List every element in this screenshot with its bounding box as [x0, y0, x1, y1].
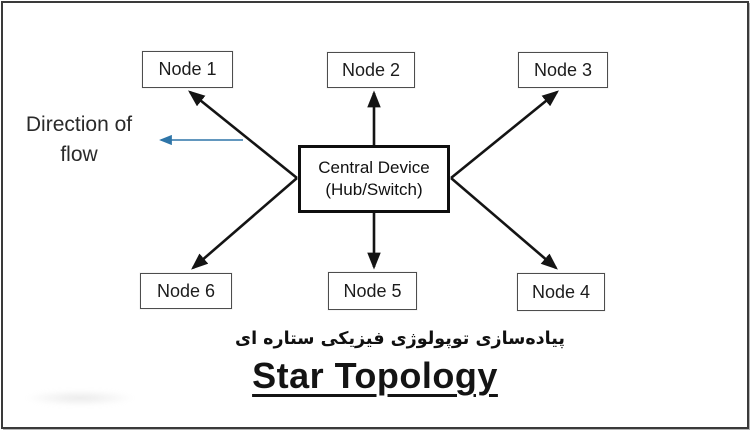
direction-of-flow-line2: flow: [60, 143, 98, 167]
node-3-box: Node 3: [518, 52, 608, 88]
node-3-label: Node 3: [533, 59, 593, 80]
node-4-label: Node 4: [531, 281, 591, 302]
node-5-box: Node 5: [328, 272, 417, 310]
node-1-label: Node 1: [158, 59, 217, 79]
watermark-smudge: [25, 390, 135, 406]
node-6-box: Node 6: [140, 273, 232, 309]
direction-of-flow-label: Direction of flow: [6, 110, 152, 171]
central-device-box: Central Device (Hub/Switch): [298, 145, 450, 213]
direction-of-flow-line1: Direction of: [25, 113, 133, 136]
node-4-box: Node 4: [517, 273, 605, 311]
node-6-label: Node 6: [156, 280, 216, 301]
page-title: Star Topology: [252, 355, 498, 396]
central-device-line2: (Hub/Switch): [325, 180, 423, 199]
node-1-box: Node 1: [142, 51, 233, 88]
central-device-line1: Central Device: [318, 158, 430, 178]
node-2-box: Node 2: [327, 52, 415, 88]
persian-caption: پیاده‌سازی توپولوژی فیزیکی ستاره ای: [235, 329, 565, 349]
node-2-label: Node 2: [341, 59, 401, 80]
node-5-label: Node 5: [343, 280, 402, 301]
